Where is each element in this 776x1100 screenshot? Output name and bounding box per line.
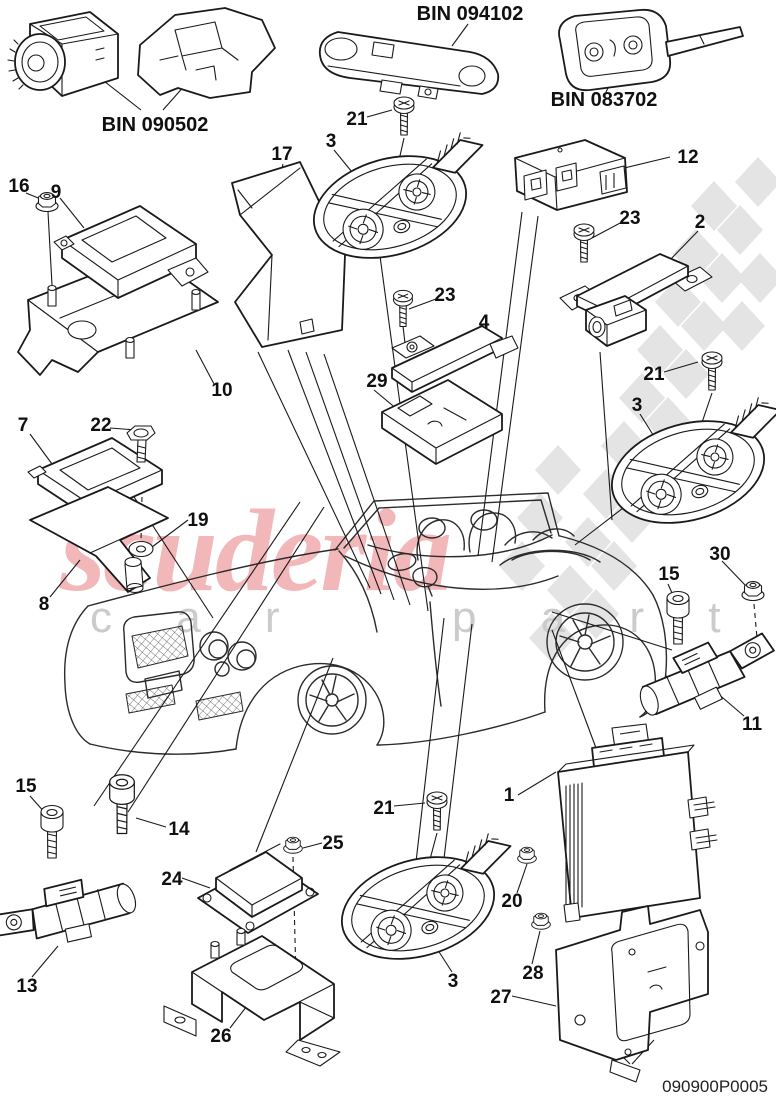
- part-22-bolt: [126, 425, 156, 463]
- part-bin-094102-module: [318, 31, 500, 100]
- bin-label-090502: BIN 090502: [102, 114, 209, 136]
- part-10-bracket-plate: [17, 252, 219, 376]
- callout-8: 8: [39, 594, 50, 615]
- callout-11: 11: [742, 714, 763, 735]
- part-26-bracket: [163, 927, 341, 1067]
- part-9-airbag-control-module: [53, 205, 209, 299]
- callout-25: 25: [322, 833, 344, 854]
- callout-20: 20: [501, 891, 522, 912]
- part-25-nut: [283, 836, 303, 854]
- callout-19: 19: [187, 510, 208, 531]
- part-4-antenna-bracket: [391, 325, 519, 393]
- callout-13: 13: [16, 976, 37, 997]
- bin-labels: BIN 090502 BIN 094102 BIN 083702: [102, 3, 658, 136]
- part-1-control-unit: [557, 723, 718, 923]
- part-30-nut: [741, 581, 765, 602]
- callout-17: 17: [271, 144, 292, 165]
- callout-24: 24: [161, 869, 183, 890]
- watermark-subtitle-left: c a r: [90, 593, 306, 642]
- callout-1: 1: [504, 785, 515, 806]
- document-number: 090900P0005: [662, 1077, 768, 1096]
- callout-21-top: 21: [346, 109, 368, 130]
- part-lock-cylinder: [7, 11, 119, 97]
- part-28-nut: [531, 912, 551, 930]
- part-24-sensor-module: [197, 843, 319, 934]
- callout-21-right: 21: [643, 364, 665, 385]
- callout-12: 12: [677, 147, 698, 168]
- callout-3-top: 3: [326, 131, 337, 152]
- part-12-control-module: [514, 139, 628, 211]
- callout-9: 9: [51, 182, 62, 203]
- part-14-bolt: [109, 774, 135, 835]
- car-illustration: [63, 492, 668, 755]
- leader-lines: [93, 211, 673, 868]
- callout-16: 16: [8, 176, 29, 197]
- callout-28: 28: [522, 963, 543, 984]
- callout-4: 4: [479, 312, 490, 333]
- callout-27: 27: [490, 987, 511, 1008]
- callout-3-right: 3: [632, 395, 643, 416]
- callout-29: 29: [366, 371, 387, 392]
- callout-2: 2: [695, 212, 706, 233]
- part-19-washer: [128, 540, 154, 558]
- callout-30: 30: [709, 544, 730, 565]
- part-bin-083702-key: [558, 8, 744, 92]
- bin-label-083702: BIN 083702: [551, 89, 658, 111]
- part-29-module: [381, 379, 503, 465]
- part-20-nut: [517, 846, 537, 864]
- bin-label-094102: BIN 094102: [417, 3, 524, 25]
- callout-22: 22: [90, 415, 111, 436]
- callout-labels: 16 9 17 3 21 12 23 2 23 4 29 21 3 10 7 2…: [8, 109, 762, 1047]
- callout-23-middle: 23: [434, 285, 455, 306]
- callout-21-bottom: 21: [373, 798, 395, 819]
- part-27-mounting-bracket: [555, 905, 709, 1083]
- part-13-crash-sensor: [0, 860, 144, 968]
- callout-3-bottom: 3: [448, 971, 459, 992]
- callout-15-left: 15: [15, 776, 37, 797]
- part-8-bracket: [29, 486, 169, 594]
- part-15-bolt-left: [40, 804, 64, 859]
- part-lock-housing: [137, 7, 276, 99]
- callout-7: 7: [18, 415, 29, 436]
- part-23-screw-right: [573, 223, 595, 263]
- callout-10: 10: [211, 380, 232, 401]
- callout-15-right: 15: [658, 564, 680, 585]
- part-21-screw-bottom: [426, 791, 448, 831]
- part-21-screw-top: [393, 96, 415, 136]
- part-2-antenna-amplifier: [559, 253, 713, 347]
- callout-26: 26: [210, 1026, 231, 1047]
- callout-14: 14: [168, 819, 190, 840]
- callout-23-right: 23: [619, 208, 640, 229]
